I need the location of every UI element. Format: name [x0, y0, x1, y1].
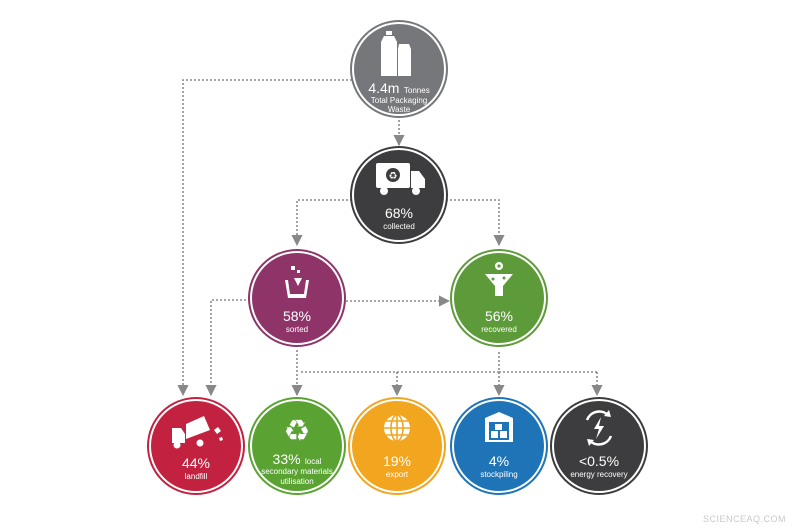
node-circle — [147, 397, 245, 495]
node-landfill: 44% landfill — [147, 397, 245, 495]
node-circle — [248, 397, 346, 495]
sorted-label: sorted — [286, 325, 308, 334]
node-collected: ♻ 68% collected — [350, 146, 448, 244]
export-label: export — [386, 470, 409, 479]
node-circle-inner — [350, 399, 444, 493]
arrow-collected-to-recovered — [446, 199, 505, 247]
recovered-branch-line — [299, 352, 500, 373]
svg-text:♻: ♻ — [389, 171, 398, 182]
warehouse-icon — [485, 412, 513, 442]
total-label-line2: Waste — [388, 105, 411, 114]
landfill-label: landfill — [185, 472, 208, 481]
local-suffix: local — [305, 457, 322, 466]
node-circle — [450, 249, 548, 347]
total-label-line1: Total Packaging — [371, 96, 427, 105]
svg-text:4.4m Tonnes: 4.4m Tonnes — [368, 80, 429, 97]
recycle-icon: ♻ — [284, 414, 311, 449]
local-value: 33% — [273, 451, 301, 467]
energy-label: energy recovery — [570, 470, 627, 479]
energy-recovery-icon — [585, 410, 613, 446]
collected-value: 68% — [385, 205, 413, 221]
node-circle-inner — [452, 251, 546, 345]
node-circle-inner — [552, 399, 646, 493]
collected-label: collected — [383, 222, 415, 231]
bottle-carton-icon — [381, 31, 411, 76]
node-energy-recovery: <0.5% energy recovery — [550, 397, 648, 495]
node-circle-inner — [250, 251, 344, 345]
node-total-packaging-waste: 4.4m Tonnes Total Packaging Waste — [350, 20, 448, 118]
stockpiling-label: stockpiling — [480, 470, 517, 479]
recovered-label: recovered — [481, 325, 517, 334]
arrow-sorted-to-landfill — [205, 299, 250, 397]
globe-icon — [384, 414, 410, 442]
node-circle-inner — [250, 399, 344, 493]
local-label-line2: utilisation — [280, 477, 313, 486]
connectors — [177, 79, 603, 397]
landfill-value: 44% — [182, 455, 210, 471]
arrow-total-to-landfill — [177, 79, 352, 397]
local-label-line1: secondary materials — [261, 467, 333, 476]
node-circle — [450, 397, 548, 495]
sorting-bin-icon — [285, 266, 309, 298]
node-circle — [550, 397, 648, 495]
node-circle — [350, 146, 448, 244]
sorted-value: 58% — [283, 308, 311, 324]
svg-text:33% local: 33% local — [273, 451, 322, 468]
node-sorted: 58% sorted — [248, 249, 346, 347]
node-circle-inner — [352, 148, 446, 242]
node-circle-inner — [352, 22, 446, 116]
recycling-truck-icon: ♻ — [376, 163, 425, 195]
node-export: 19% export — [348, 397, 446, 495]
recovered-value: 56% — [485, 308, 513, 324]
export-value: 19% — [383, 453, 411, 469]
node-stockpiling: 4% stockpiling — [450, 397, 548, 495]
energy-value: <0.5% — [579, 453, 619, 469]
stockpiling-value: 4% — [489, 453, 509, 469]
total-value: 4.4m — [368, 80, 399, 96]
node-circle — [348, 397, 446, 495]
watermark: SCIENCEAQ.COM — [702, 514, 786, 524]
node-recovered: 56% recovered — [450, 249, 548, 347]
node-circle-inner — [452, 399, 546, 493]
node-local-secondary-materials: ♻ 33% local secondary materials utilisat… — [248, 397, 346, 495]
node-circle-inner — [149, 399, 243, 493]
arrow-collected-to-sorted — [291, 199, 352, 247]
filter-funnel-icon — [485, 262, 513, 296]
dump-truck-icon — [172, 416, 223, 449]
total-unit: Tonnes — [404, 86, 430, 95]
